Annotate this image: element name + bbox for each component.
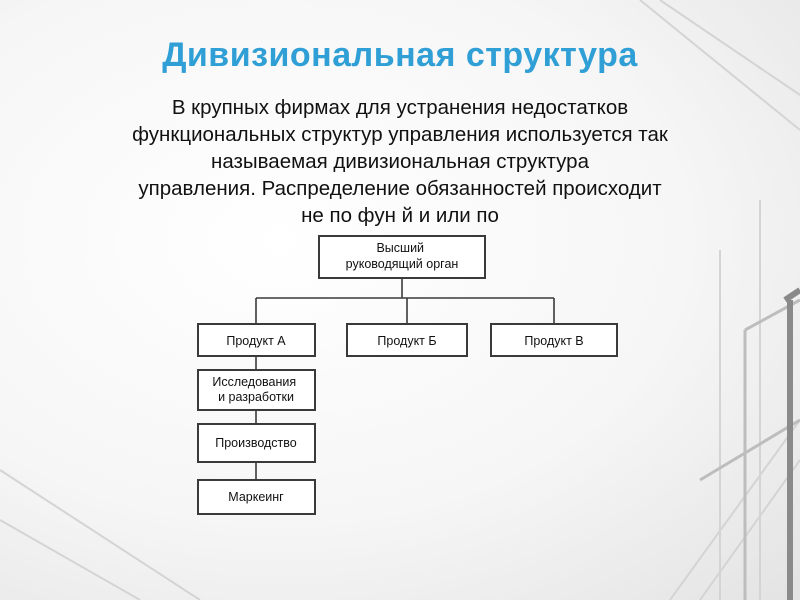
node-box: [346, 323, 468, 357]
node-label: Высший руководящий орган: [346, 241, 459, 271]
node-label-line: Исследования: [212, 375, 296, 389]
node-box: [318, 235, 486, 279]
node-box: [197, 479, 316, 515]
body-line: не по фун й и или по: [301, 204, 499, 227]
connector-lines: [255, 278, 555, 480]
slide-body-text: В крупных фирмах для устранения недостат…: [40, 94, 760, 229]
node-label: Исследования и разработки: [212, 375, 299, 404]
node-marketing: Маркеинг: [197, 479, 316, 515]
node-label: Производство: [215, 436, 297, 450]
body-line: В крупных фирмах для устранения недостат…: [171, 96, 629, 119]
body-line: управления. Распределение обязанностей п…: [138, 177, 662, 200]
body-line: называемая дивизиональная структура: [211, 150, 589, 173]
node-product-b: Продукт Б: [346, 323, 468, 357]
node-box: [197, 369, 316, 411]
node-top-management: Высший руководящий орган: [318, 235, 486, 279]
node-product-a: Продукт А: [197, 323, 316, 357]
node-production: Производство: [197, 423, 316, 463]
node-label: Продукт Б: [377, 334, 436, 348]
node-box: [490, 323, 618, 357]
node-label: Маркеинг: [228, 490, 284, 504]
node-box: [197, 423, 316, 463]
body-line: функциональных структур управления испол…: [132, 123, 668, 146]
node-label-line: Высший: [376, 241, 424, 255]
node-label: Продукт А: [226, 334, 286, 348]
node-label: Продукт В: [524, 334, 583, 348]
node-label-line: руководящий орган: [346, 257, 459, 271]
node-research-and-development: Исследования и разработки: [197, 369, 316, 411]
node-box: [197, 323, 316, 357]
slide-title: Дивизиональная структура: [162, 36, 638, 74]
node-product-c: Продукт В: [490, 323, 618, 357]
node-label-line: и разработки: [218, 390, 294, 404]
